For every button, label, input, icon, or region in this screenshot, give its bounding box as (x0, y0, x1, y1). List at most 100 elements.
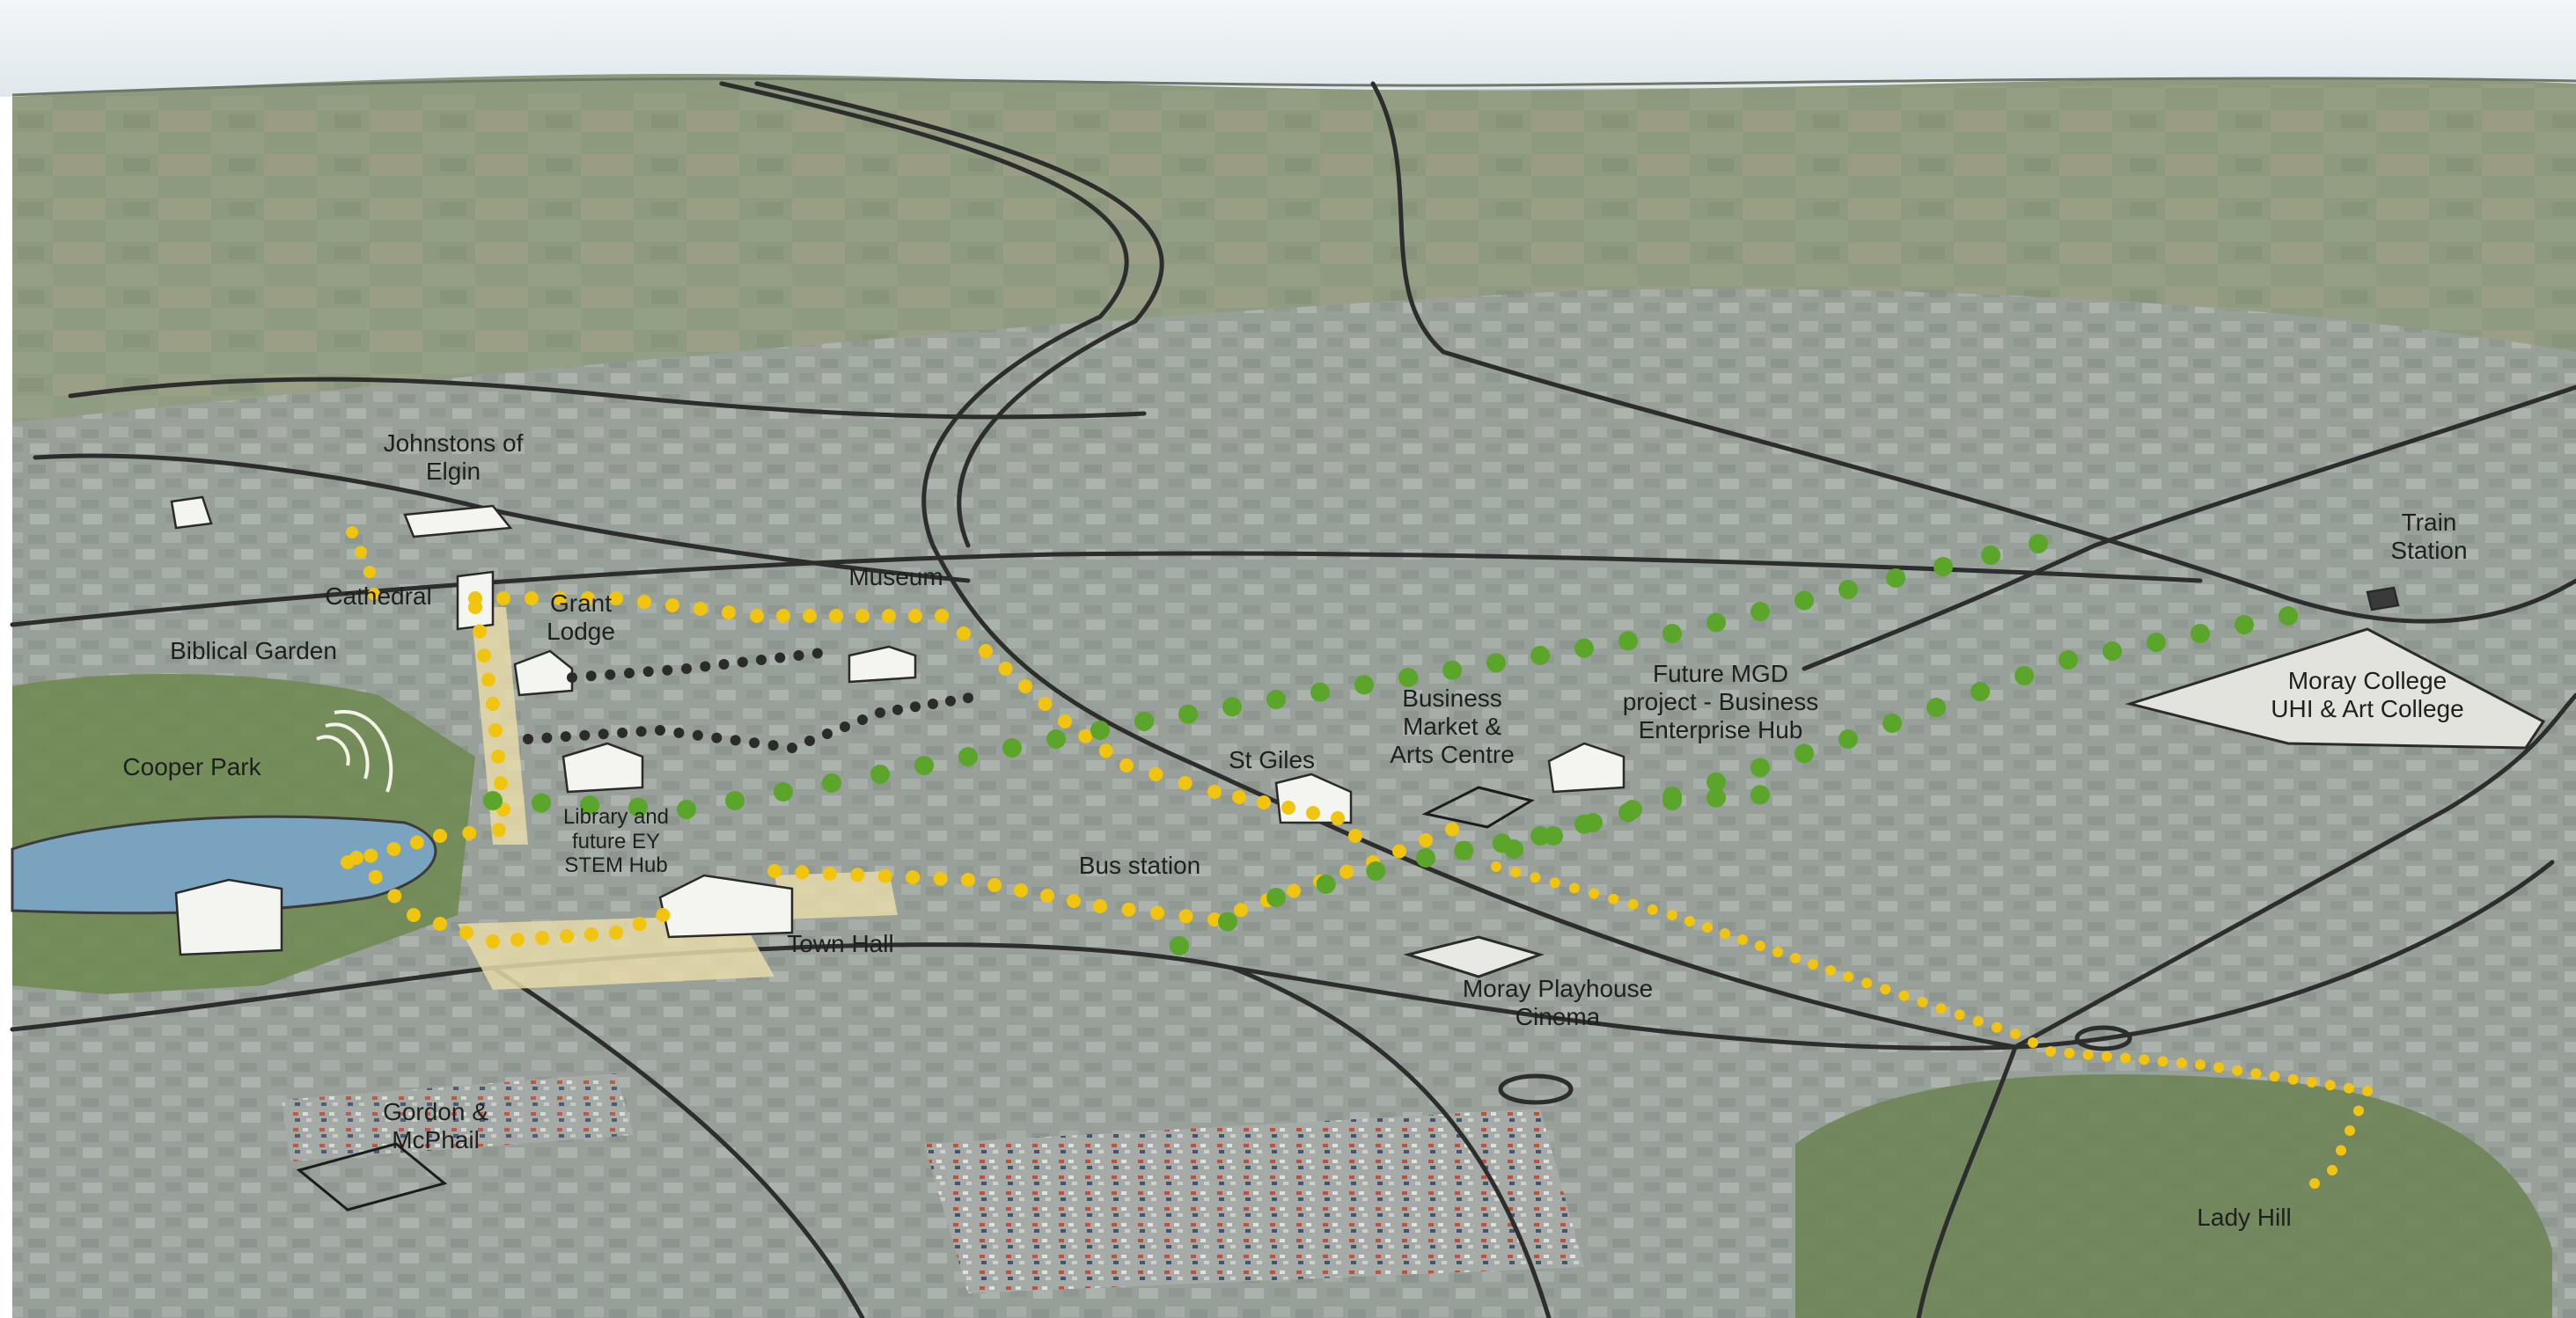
yellow-route-dot (2213, 1062, 2225, 1073)
yellow-route-dot (1078, 729, 1093, 743)
green-route-dot (1838, 580, 1858, 599)
yellow-route-dot (1608, 893, 1619, 904)
green-route-dot (1706, 612, 1726, 633)
roundabout-2 (1498, 1073, 1574, 1105)
yellow-route-dot (1339, 864, 1354, 879)
yellow-route-dot (1306, 806, 1320, 820)
yellow-route-dot (906, 870, 921, 885)
dark-route-dot (928, 699, 938, 709)
gordon-mcphail-parcel (296, 1142, 448, 1212)
green-route-dot (580, 795, 599, 815)
yellow-route-dot (1287, 883, 1301, 898)
yellow-route-dot (1150, 905, 1164, 920)
yellow-route-dot (829, 609, 843, 623)
yellow-route-dot (1014, 883, 1028, 897)
buildings (170, 495, 2400, 956)
dark-route-dot (963, 692, 973, 704)
yellow-route-dot (2139, 1054, 2150, 1065)
green-route-dot (1504, 839, 1523, 859)
dark-route-dot (857, 714, 868, 725)
yellow-route-dot (2324, 1080, 2336, 1091)
yellow-route-dot (2287, 1073, 2299, 1085)
town-hall-building (658, 874, 794, 939)
green-route-dot (1218, 912, 1237, 932)
yellow-route-dot (468, 591, 482, 605)
yellow-route-dot (1917, 996, 1928, 1007)
yellow-route-dot (1093, 899, 1107, 913)
dark-route-dot (579, 729, 591, 741)
label-moray-college: Moray College UHI & Art College (2271, 667, 2464, 723)
yellow-route-dot (363, 848, 378, 863)
dark-route-dot (541, 732, 553, 743)
yellow-route-dot (776, 609, 790, 623)
label-museum: Museum (848, 563, 943, 590)
green-route-dot (914, 756, 934, 775)
dark-route-dot (567, 672, 577, 683)
green-route-dot (2235, 615, 2254, 634)
yellow-route-dot (795, 865, 810, 880)
dark-route-dot (711, 732, 723, 743)
yellow-route-dot (1207, 785, 1222, 799)
yellow-route-dot (1119, 758, 1134, 772)
yellow-route-dot (1067, 894, 1081, 908)
green-route-dot (532, 793, 551, 813)
library-building (561, 742, 644, 794)
yellow-route-dot (1808, 959, 1818, 970)
dark-route-dot (523, 734, 533, 744)
yellow-route-dot (2120, 1052, 2131, 1064)
yellow-route-dot (1880, 984, 1891, 995)
yellow-route-dot (494, 776, 508, 790)
green-route-dot (1662, 787, 1682, 806)
dark-route-dot (700, 661, 711, 672)
yellow-route-dot (1972, 1015, 1984, 1027)
yellow-route-dot (1647, 904, 1658, 915)
green-route-dot (1794, 743, 1814, 764)
yellow-route-dot (1737, 934, 1748, 945)
green-route-dot (1046, 729, 1066, 749)
yellow-route-dot (2353, 1105, 2364, 1117)
dark-route-dot (737, 656, 748, 668)
horizon (11, 77, 2576, 97)
small-building (170, 495, 213, 530)
green-route-dot (870, 765, 890, 784)
yellow-route-dot (822, 866, 837, 881)
dark-route-dot (822, 729, 833, 739)
yellow-route-dot (1667, 910, 1677, 920)
yellow-route-dot (1825, 965, 1836, 976)
dark-route-dot (840, 721, 850, 732)
yellow-route-dot (1627, 898, 1639, 910)
dark-route-dot (804, 736, 815, 746)
yellow-route-dot (2306, 1077, 2317, 1087)
green-route-dot (677, 800, 696, 819)
green-route-dot (1398, 668, 1418, 687)
green-route-dot (1134, 712, 1154, 731)
green-route-dot (1090, 721, 1110, 740)
yellow-route-dot (1510, 867, 1522, 878)
green-route-dot (958, 747, 978, 766)
label-bus-station: Bus station (1078, 852, 1201, 879)
yellow-route-dot (496, 591, 510, 605)
yellow-route-dot (1549, 877, 1560, 889)
green-route-dot (2103, 641, 2122, 661)
green-route-dot (1662, 624, 1682, 643)
dark-route-dot (681, 663, 692, 674)
dark-route (523, 648, 973, 753)
green-route-dot (628, 797, 648, 817)
yellow-route-dot (386, 842, 401, 856)
yellow-route-dot (1843, 971, 1853, 982)
label-grant-lodge: Grant Lodge (547, 589, 615, 646)
label-library: Library and future EY STEM Hub (562, 805, 670, 878)
yellow-route-dot (2309, 1178, 2320, 1189)
yellow-route-dot (1954, 1009, 1965, 1021)
yellow-route-dot (961, 873, 975, 887)
dark-route-dot (892, 704, 903, 715)
yellow-route-dot (998, 662, 1013, 676)
dark-route-dot (617, 727, 628, 738)
yellow-route-dot (1178, 909, 1193, 924)
yellow-route-dot (2336, 1145, 2346, 1156)
yellow-route-dot (1772, 947, 1783, 957)
dark-route-dot (662, 664, 673, 676)
yellow-route-dot (486, 934, 500, 948)
dark-route-dot (774, 652, 786, 663)
